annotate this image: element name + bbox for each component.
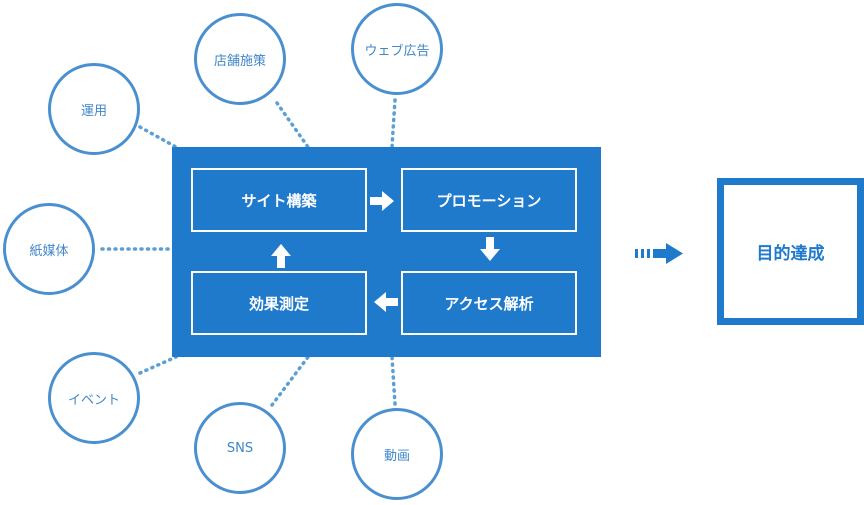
connector-web — [390, 98, 397, 149]
circle-label-douga: 動画 — [383, 448, 410, 464]
goal-label: 目的達成 — [756, 244, 825, 264]
step-label-access: アクセス解析 — [444, 294, 534, 313]
connector-sns — [270, 355, 310, 407]
step-promotion: プロモーション — [401, 168, 577, 232]
arrow-up-icon — [271, 244, 291, 268]
connector-event — [138, 355, 178, 375]
circle-tenpo: 店舗施策 — [194, 13, 286, 105]
connector-tenpo — [275, 101, 310, 149]
circle-label-sns: SNS — [226, 440, 254, 456]
circle-web: ウェブ広告 — [351, 3, 443, 95]
circle-label-shibaitai: 紙媒体 — [29, 243, 69, 259]
goal-box: 目的達成 — [717, 178, 864, 325]
step-site: サイト構築 — [191, 168, 367, 232]
circle-event: イベント — [48, 352, 140, 444]
step-label-kouka: 効果測定 — [248, 294, 309, 313]
circle-shibaitai: 紙媒体 — [3, 203, 95, 295]
step-label-site: サイト構築 — [241, 191, 317, 210]
step-label-promotion: プロモーション — [436, 191, 542, 210]
step-kouka: 効果測定 — [191, 271, 367, 335]
circle-unyo: 運用 — [48, 63, 140, 155]
step-access: アクセス解析 — [401, 271, 577, 335]
circle-label-web: ウェブ広告 — [364, 43, 430, 59]
circle-douga: 動画 — [351, 408, 443, 500]
arrow-left-icon — [374, 292, 398, 312]
arrow-down-icon — [480, 237, 500, 261]
connector-douga — [390, 355, 397, 406]
circle-label-event: イベント — [67, 392, 120, 408]
process-cycle-panel: サイト構築 プロモーション 効果測定 アクセス解析 — [172, 147, 601, 357]
circle-sns: SNS — [194, 402, 286, 494]
connector-unyo — [138, 125, 178, 149]
flow-arrow-icon — [635, 243, 683, 264]
circle-label-unyo: 運用 — [80, 103, 107, 119]
arrow-right-icon — [370, 191, 394, 211]
circle-label-tenpo: 店舗施策 — [213, 53, 266, 69]
